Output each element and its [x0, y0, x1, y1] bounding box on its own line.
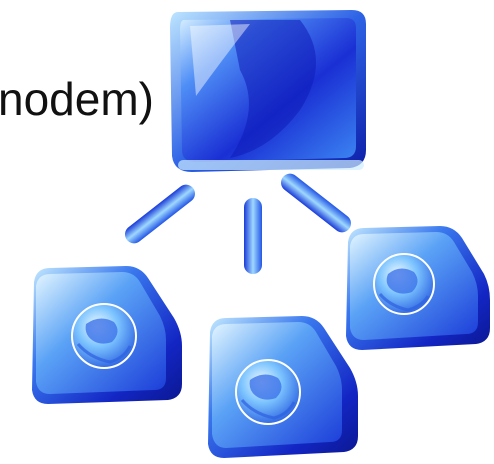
globe-node-icon — [32, 266, 182, 404]
link-bar-icon — [277, 170, 354, 236]
globe-node-icon — [208, 316, 358, 458]
globe-node-icon — [346, 226, 490, 350]
link-bar-icon — [121, 181, 198, 247]
hub-box-icon — [170, 10, 366, 172]
link-bar-icon — [244, 198, 262, 274]
